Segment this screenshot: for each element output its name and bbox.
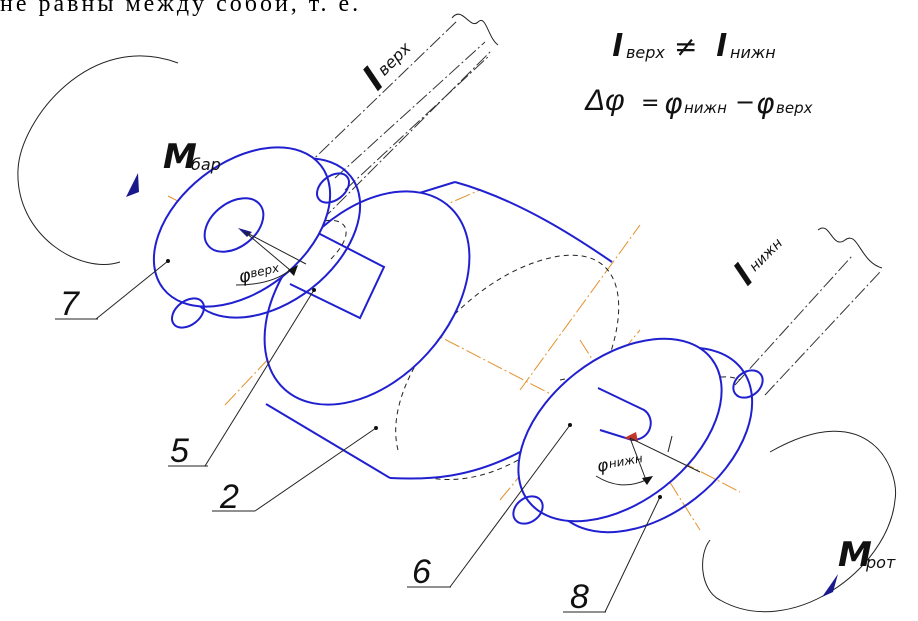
disc-top-boss-top <box>316 172 350 204</box>
moment-arc-left <box>17 55 179 265</box>
phi-bottom-sub: нижн <box>608 451 644 471</box>
phi1: φ <box>664 87 683 120</box>
moment-arrowhead-right <box>822 574 838 597</box>
cylinder-bottom-curve <box>389 451 521 480</box>
callout-5: 5 <box>170 432 189 470</box>
ineq-l1-sub: верх <box>626 43 665 62</box>
leader-2-dot <box>374 426 378 430</box>
moment-arc-right <box>702 430 897 613</box>
axis-cyl-right <box>519 224 641 391</box>
phi-bottom-tick <box>667 435 673 453</box>
phi2-sub: верх <box>776 99 813 117</box>
disc-top-radius-b <box>244 231 291 271</box>
phi-bottom-arrow <box>642 476 653 485</box>
formula-inequality: l верх ≠ l нижн <box>612 29 776 64</box>
m-left-sub: бар <box>191 155 221 174</box>
disc-top-boss-bottom <box>171 297 205 329</box>
disc-bottom-radius-a <box>629 437 701 473</box>
leader-8 <box>604 496 661 613</box>
leader-7-dot <box>166 259 170 263</box>
disc-top-back-hidden <box>269 219 347 261</box>
callout-8: 8 <box>570 578 589 616</box>
callout-7: 7 <box>60 285 80 323</box>
m-right-sub: рот <box>865 553 896 572</box>
cylinder-bottom-edge <box>265 403 391 479</box>
rod-bot-break <box>817 227 883 269</box>
phi2: φ <box>756 87 775 120</box>
l-bottom-sub: нижн <box>746 235 786 275</box>
phi-top-arc <box>235 269 291 286</box>
leader-2 <box>254 427 377 512</box>
l-top-sub: верх <box>374 38 415 79</box>
disc-bottom-boss-top <box>732 369 764 399</box>
disc-bottom-front <box>517 337 723 523</box>
phi1-sub: нижн <box>684 99 727 117</box>
phi-bottom-arc <box>595 475 647 486</box>
disc-bottom-radius-b <box>629 437 647 481</box>
moment-arrowhead-left <box>126 173 139 197</box>
callout-6: 6 <box>412 553 431 591</box>
rod-top-break <box>451 13 499 46</box>
disc-top-radius-a <box>244 231 307 265</box>
rod-bot-line-a <box>734 255 853 386</box>
ineq-sign: ≠ <box>674 30 697 63</box>
delta-phi: Δφ <box>584 84 625 117</box>
leader-6-dot <box>568 423 572 427</box>
formula-delta-phi: Δφ = φ нижн − φ верх <box>584 84 813 120</box>
key-top <box>289 232 386 320</box>
phi-bottom-label: φ <box>595 455 610 477</box>
page-text-top: не равны между собой, т. е. <box>0 0 362 17</box>
phi-top-sub: верх <box>249 261 281 281</box>
ineq-l2: l <box>716 29 727 64</box>
phi-top-label: φ <box>237 265 253 288</box>
m-right-label: M <box>838 535 872 575</box>
equals: = <box>641 91 659 116</box>
minus: − <box>735 88 755 116</box>
phi-top-arrow <box>288 265 298 276</box>
leader-6 <box>449 424 571 588</box>
m-left-label: M <box>163 137 197 177</box>
leader-7 <box>95 260 169 320</box>
cylinder-right-edge <box>454 181 613 263</box>
callout-2: 2 <box>219 478 239 516</box>
leader-5-dot <box>312 288 316 292</box>
ineq-l1: l <box>612 29 623 64</box>
leader-8-dot <box>658 495 662 499</box>
leader-5 <box>204 289 315 467</box>
ineq-l2-sub: нижн <box>730 43 776 62</box>
rod-top-line-c <box>334 41 486 179</box>
rod-top-line-d <box>344 54 491 191</box>
disc-bottom-boss-bottom <box>512 495 544 525</box>
rod-bot-line-b <box>764 271 881 396</box>
disc-bottom-pointer <box>624 432 638 442</box>
disc-top-hub <box>203 197 265 253</box>
